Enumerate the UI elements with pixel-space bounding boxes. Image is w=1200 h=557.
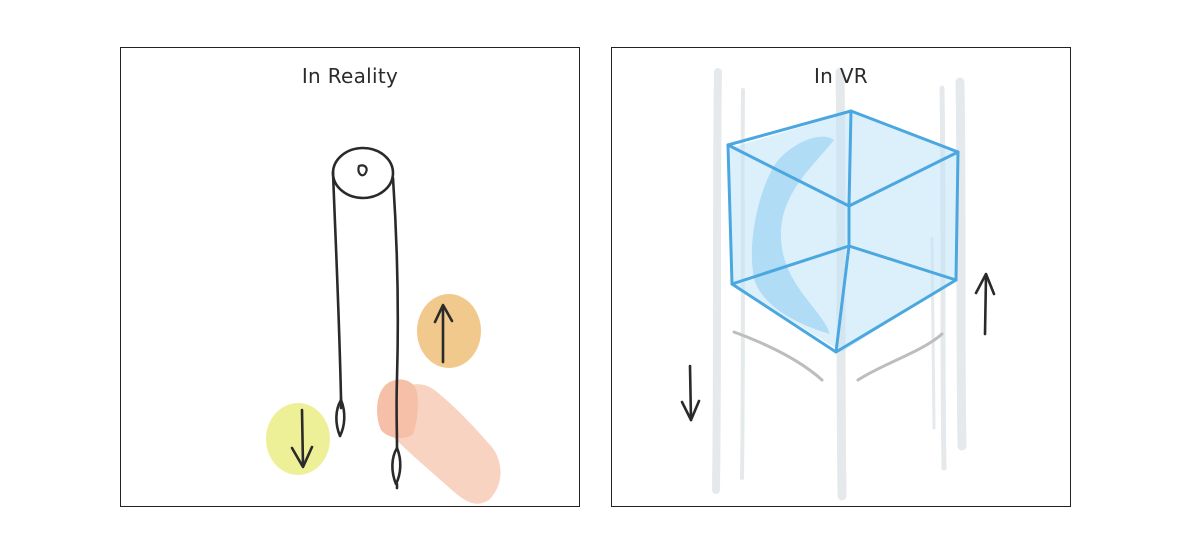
arrow-down-icon [290, 408, 314, 469]
cube-shadow [732, 330, 944, 382]
yellow-blob [266, 403, 330, 475]
panel-title-in-vr: In VR [813, 64, 868, 88]
panel-in-reality: In Reality [120, 47, 580, 507]
arrow-up-icon [974, 272, 996, 336]
panel-title-in-reality: In Reality [301, 64, 399, 88]
orange-blob [417, 294, 481, 368]
arrow-up-icon [433, 303, 454, 364]
vr-diagram [680, 67, 996, 501]
arrow-down-icon [680, 364, 701, 422]
cube-icon [726, 109, 960, 354]
panel-in-vr: In VR [611, 47, 1071, 507]
pulley-icon [331, 146, 402, 490]
reality-diagram [266, 146, 501, 504]
